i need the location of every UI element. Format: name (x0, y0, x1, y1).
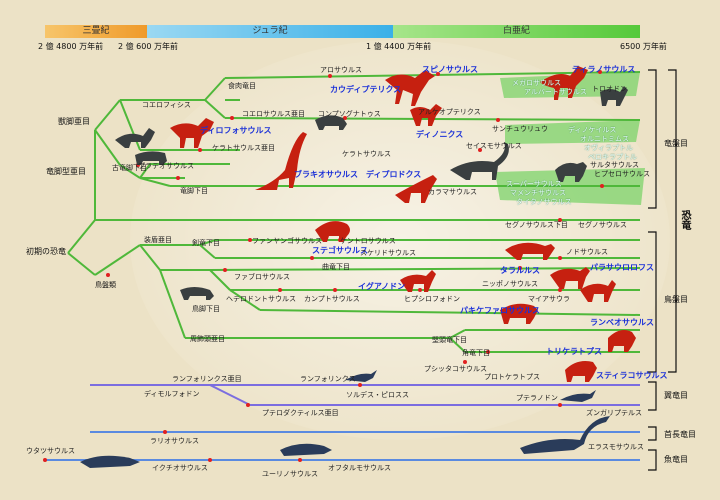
group-ceratosauria: ケラトサウルス亜目 (212, 144, 275, 152)
species-spinosaurus: スピノサウルス (422, 65, 478, 74)
era-cretaceous: 白亜紀 (393, 25, 640, 38)
species-ceratosaurus: ケラトサウルス (342, 150, 391, 158)
species-elasmosaurus: エラスモサウルス (588, 443, 644, 451)
tick-248: 2 億 4800 万年前 (38, 42, 104, 51)
species-compsognathus: コンプソグナトゥス (318, 110, 381, 118)
species-saltasaurus: サルタサウルス (590, 161, 639, 169)
group-theropoda: 獣脚亜目 (58, 117, 90, 126)
species-talarurus: タラルルス (500, 266, 540, 275)
group-marginocephalia: 周飾頭亜目 (190, 335, 225, 343)
species-lambeosaurus: ランベオサウルス (590, 318, 654, 327)
species-dimorphodon: ディモルフォドン (144, 390, 200, 398)
tick-65: 6500 万年前 (620, 42, 667, 51)
species-nipponosaurus: ニッポノサウルス (482, 280, 538, 288)
species-brachiosaurus: ブラキオサウルス (294, 170, 358, 179)
species-seismosaurus: セイスモサウルス (466, 142, 522, 150)
species-caudipteryx: カウディプテリクス (330, 85, 402, 94)
species-pachycephalosaurus: パキケファロサウルス (460, 306, 540, 315)
group-ornithischia-small: 鳥盤類 (95, 281, 116, 289)
species-ophthalmosaurus: オフタルモサウルス (328, 464, 391, 472)
species-stegosaurus: ステゴサウルス (312, 246, 368, 255)
species-deinonychus: ディノニクス (416, 130, 464, 139)
species-lariosaurus: ラリオサウルス (150, 437, 199, 445)
species-hypsilophodon: ヒプシロフォドン (404, 295, 460, 303)
dark-silhouettes (115, 86, 628, 300)
species-tyrannosaurus: ティラノサウルス (572, 65, 636, 74)
group-prosauropoda: 古竜脚下目 (112, 164, 147, 172)
band-oviraptor: オヴィラプトル (584, 144, 633, 152)
band-ornithomimus: オルニトミムス (580, 135, 629, 143)
band-megalosaurus: メガロサウルス (512, 79, 561, 87)
clade-ornithischia: 鳥盤目 (664, 295, 688, 304)
species-protoceratops: プロトケラトプス (484, 373, 540, 381)
species-triceratops: トリケラトプス (546, 347, 602, 356)
species-rhamphorhynchus: ランフォリンクス (300, 375, 356, 383)
band-deinocheirus: ディノケイルス (568, 126, 617, 134)
species-kentrosaurus: ケントロサウルス (340, 237, 396, 245)
species-heterodontosaurus: ヘテロドントサウルス (226, 295, 296, 303)
group-coelurosauria: コエロサウルス亜目 (242, 110, 305, 118)
group-ornithopoda: 鳥脚下目 (192, 305, 220, 313)
group-pachycephalosauria: 堅頭竜下目 (432, 336, 467, 344)
species-utatsusaurus: ウタツサウルス (26, 447, 75, 455)
band-mamenchisaurus: マメンチサウルス (510, 189, 566, 197)
group-segnosauria: セグノサウルス下目 (505, 221, 568, 229)
clade-ichthyosauria: 魚竜目 (664, 455, 688, 464)
species-segnosaurus: セグノサウルス (578, 221, 627, 229)
clade-plesiosauria: 首長竜目 (664, 430, 696, 439)
species-dsungaripterus: ズンガリプテルス (586, 409, 642, 417)
species-parasaurolophus: パラサウロロフス (590, 263, 654, 272)
species-ichthyosaurus: イクチオサウルス (152, 464, 208, 472)
species-diplodocus: ディプロドクス (366, 170, 422, 179)
group-sauropodomorpha: 竜脚型亜目 (46, 167, 86, 176)
species-hypselosaurus: ヒプセロサウルス (594, 170, 650, 178)
species-archaeopteryx: アルケオプテリクス (418, 108, 481, 116)
species-iguanodon: イグアノドン (358, 282, 406, 291)
group-early-dinosaurs: 初期の恐竜 (26, 247, 66, 256)
clade-dinosauria: 恐竜 (679, 210, 690, 230)
band-velociraptor: ベロキラプトル (588, 153, 637, 161)
species-fabrosaurus: ファブロサウルス (234, 273, 290, 281)
tick-144: 1 億 4400 万年前 (366, 42, 432, 51)
group-rhamphorhynchoidea: ランフォリンクス亜目 (172, 375, 242, 383)
species-nodosaurus: ノドサウルス (566, 248, 608, 256)
species-pteranodon: プテラノドン (516, 394, 558, 402)
marine-silhouettes (80, 370, 610, 468)
species-eurhinosaurus: ユーリノサウルス (262, 470, 318, 478)
species-plateosaurus: プラテオサウルス (138, 162, 194, 170)
clade-pterosauria: 翼竜目 (664, 391, 688, 400)
group-thyreophora: 装盾亜目 (144, 236, 172, 244)
species-maiasaura: マイアサウラ (528, 295, 570, 303)
group-ceratopsia: 角竜下目 (462, 349, 490, 357)
group-sauropoda: 竜脚下目 (180, 187, 208, 195)
species-coelophysis: コエロフィシス (142, 101, 191, 109)
species-sordes-pilosus: ソルデス・ピロスス (346, 391, 409, 399)
era-jurassic: ジュラ紀 (147, 25, 393, 38)
clade-saurischia: 竜盤目 (664, 139, 688, 148)
band-supersaurus: スーパーサウルス (506, 180, 562, 188)
species-styracosaurus: スティラコサウルス (596, 371, 668, 380)
group-carnosauria: 食肉竜目 (228, 82, 256, 90)
group-ankylosauria: 曲竜下目 (322, 263, 350, 271)
group-stegosauria: 剣竜下目 (192, 239, 220, 247)
group-pterodactyloidea: プテロダクティルス亜目 (262, 409, 339, 417)
species-shanshanosaurus: サンチュウリュウ (492, 125, 548, 133)
tick-206: 2 億 600 万年前 (118, 42, 178, 51)
species-psittacosaurus: プシッタコサウルス (424, 365, 487, 373)
species-allosaurus: アロサウルス (320, 66, 362, 74)
era-triassic: 三畳紀 (45, 25, 147, 38)
species-huayangosaurus: ファンヤンゴサウルス (252, 237, 322, 245)
species-scelidosaurus: スケリドサウルス (360, 249, 416, 257)
bird-band-2 (505, 120, 640, 144)
species-camptosaurus: カンプトサウルス (304, 295, 360, 303)
species-troodon: トロオドン (592, 85, 627, 93)
band-albertosaurus: アルバートサウルス (524, 88, 587, 96)
species-dilophosaurus: ディロフォサウルス (200, 126, 272, 135)
band-titanosaurus: タイタノサウルス (516, 198, 572, 206)
species-camarasaurus: カラマサウルス (428, 188, 477, 196)
theropod-silhouettes (170, 66, 636, 382)
